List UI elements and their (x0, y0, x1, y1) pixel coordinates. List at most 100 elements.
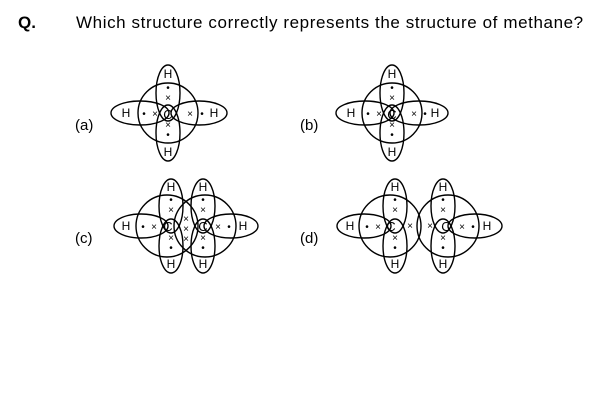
svg-text:•: • (441, 195, 445, 206)
svg-text:×: × (151, 222, 157, 233)
hydrogen-c-bottom-left: H (167, 257, 176, 271)
bond-c1-left (113, 213, 169, 239)
svg-text:•: • (201, 243, 205, 254)
hydrogen-b-top: H (388, 67, 397, 81)
svg-text:•: • (471, 222, 475, 233)
question-label: Q. (18, 13, 36, 32)
hydrogen-b-right: H (431, 106, 440, 120)
svg-text:×: × (427, 221, 433, 232)
bond-left-b (335, 100, 395, 126)
hydrogen-d-left: H (346, 219, 355, 233)
hydrogen-b-left: H (347, 106, 356, 120)
hydrogen-d-top-right: H (439, 180, 448, 194)
svg-text:•: • (169, 243, 173, 254)
carbon-shell-c2 (173, 194, 237, 258)
hydrogen-d-bottom-left: H (391, 257, 400, 271)
hydrogen-a-right: H (210, 106, 219, 120)
svg-text:×: × (440, 233, 446, 244)
svg-text:×: × (407, 221, 413, 232)
carbon-shell-b (361, 82, 423, 144)
bond-d2-top (430, 178, 456, 234)
carbon-shell-d1 (358, 194, 422, 258)
hydrogen-b-bottom: H (388, 145, 397, 159)
svg-text:×: × (392, 233, 398, 244)
bond-d1-left (336, 213, 392, 239)
hydrogen-c-top-right: H (199, 180, 208, 194)
svg-text:×: × (389, 93, 395, 104)
svg-text:×: × (183, 224, 189, 235)
carbon-c1: C (163, 219, 172, 234)
svg-text:×: × (152, 109, 158, 120)
hydrogen-c-top-left: H (167, 180, 176, 194)
bond-bottom-a (155, 104, 181, 162)
bond-top-a (155, 64, 181, 122)
hydrogen-d-bottom-right: H (439, 257, 448, 271)
svg-text:•: • (390, 130, 394, 141)
svg-text:×: × (389, 120, 395, 131)
hydrogen-a-bottom: H (164, 145, 173, 159)
carbon-a: C (163, 107, 172, 122)
carbon-d2: C (441, 219, 450, 234)
bond-c1-bottom (158, 218, 184, 274)
bond-c1-top (158, 178, 184, 234)
svg-text:•: • (441, 243, 445, 254)
carbon-c2: C (198, 219, 207, 234)
bond-d2-right (447, 213, 503, 239)
svg-text:•: • (169, 195, 173, 206)
hydrogen-d-top-left: H (391, 180, 400, 194)
svg-text:•: • (166, 130, 170, 141)
svg-text:•: • (365, 222, 369, 233)
svg-text:•: • (166, 83, 170, 94)
svg-text:×: × (183, 214, 189, 225)
option-a-label: (a) (75, 117, 94, 134)
svg-text:•: • (201, 195, 205, 206)
svg-text:×: × (392, 205, 398, 216)
bond-d2-bottom (430, 218, 456, 274)
svg-text:•: • (200, 109, 204, 120)
structure-c (113, 178, 259, 274)
svg-text:×: × (168, 205, 174, 216)
svg-text:×: × (165, 93, 171, 104)
svg-text:•: • (390, 83, 394, 94)
svg-text:•: • (227, 222, 231, 233)
hydrogen-c-left: H (122, 219, 131, 233)
bond-right-a (170, 100, 228, 126)
svg-text:×: × (411, 109, 417, 120)
question-text: Which structure correctly represents the… (76, 13, 584, 32)
svg-text:×: × (187, 109, 193, 120)
svg-text:×: × (200, 233, 206, 244)
option-c-label: (c) (75, 230, 93, 247)
structure-a (110, 64, 228, 162)
hydrogen-a-left: H (122, 106, 131, 120)
bond-left-a (110, 100, 170, 126)
bond-bottom-b (379, 104, 405, 162)
carbon-shell-a (137, 82, 199, 144)
svg-text:×: × (200, 205, 206, 216)
svg-text:•: • (393, 195, 397, 206)
svg-text:•: • (423, 109, 427, 120)
option-d-label: (d) (300, 230, 319, 247)
svg-text:×: × (376, 109, 382, 120)
svg-text:×: × (440, 205, 446, 216)
bond-d1-bottom (382, 218, 408, 274)
bond-top-b (379, 64, 405, 122)
bond-c2-bottom (190, 218, 216, 274)
bond-d1-top (382, 178, 408, 234)
hydrogen-c-right: H (239, 219, 248, 233)
carbon-b: C (387, 107, 396, 122)
hydrogen-a-top: H (164, 67, 173, 81)
structure-b (335, 64, 449, 162)
bond-right-b (389, 100, 449, 126)
svg-text:•: • (142, 109, 146, 120)
hydrogen-c-bottom-right: H (199, 257, 208, 271)
svg-text:•: • (141, 222, 145, 233)
bond-c2-right (203, 213, 259, 239)
svg-text:×: × (183, 234, 189, 245)
option-b-label: (b) (300, 117, 319, 134)
carbon-shell-c1 (135, 194, 199, 258)
svg-text:•: • (393, 243, 397, 254)
svg-text:×: × (168, 233, 174, 244)
svg-text:×: × (215, 222, 221, 233)
structure-d (336, 178, 503, 274)
